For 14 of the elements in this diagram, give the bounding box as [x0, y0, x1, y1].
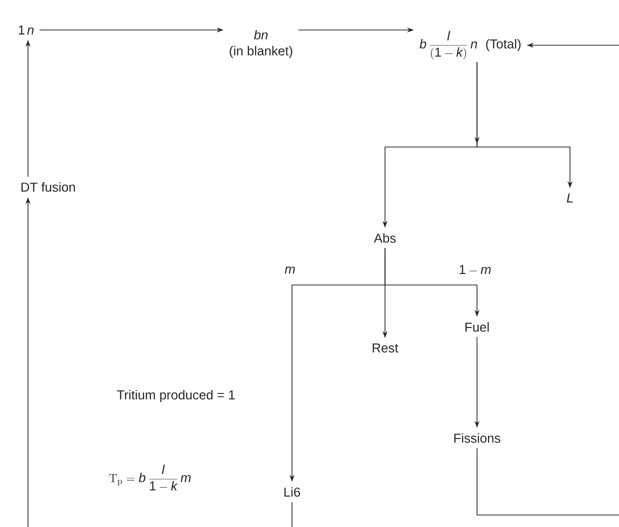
node-text: Rest: [372, 343, 398, 352]
note-text: Tritium produced = 1: [116, 390, 235, 402]
node-text: Abs: [374, 233, 396, 243]
node-text: DT fusion: [21, 182, 75, 192]
node-text: Fuel: [465, 322, 489, 332]
node-text: L: [566, 194, 573, 202]
edge-label: $1 - m$: [458, 264, 492, 276]
node-text: Li6: [284, 487, 300, 497]
edge-label: m: [284, 266, 296, 274]
node-text: Fissions: [454, 433, 500, 443]
formula: $\mathrm{T_p} = b\,\frac{l}{1-k}\,m$: [109, 464, 191, 490]
node-text: $b\,\frac{l}{(1-k)}\,n$ (Total): [420, 30, 521, 60]
node-text: bn (in blanket): [230, 30, 292, 58]
node-text: $1\,n$: [18, 26, 34, 34]
